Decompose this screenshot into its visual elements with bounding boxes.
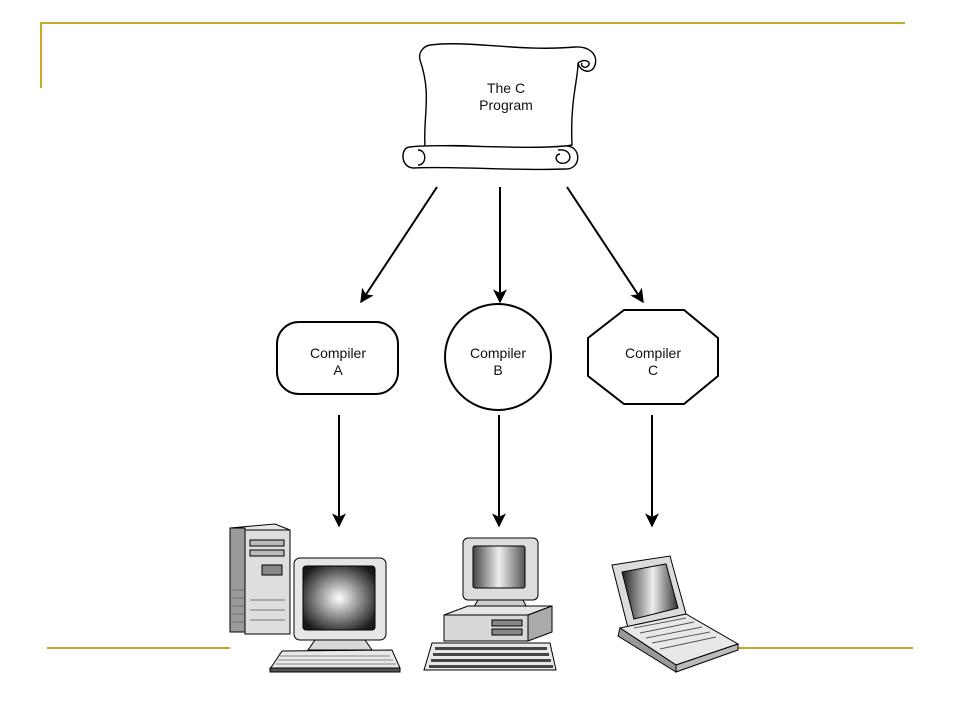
tower-computer-icon <box>229 523 401 673</box>
bottom-left-accent-rule <box>47 647 230 649</box>
compiler-a-shape <box>276 321 399 395</box>
program-scroll-icon <box>402 43 597 171</box>
compiler-a-line-2: A <box>333 362 343 378</box>
laptop-icon <box>611 555 740 673</box>
compiler-b-line-1: Compiler <box>469 345 526 361</box>
compiler-c-line-2: C <box>647 362 659 378</box>
source-line-2: Program <box>479 97 533 113</box>
compiler-c-shape <box>587 309 719 405</box>
compiler-a-line-1: Compiler <box>309 345 366 361</box>
bottom-right-accent-rule <box>725 647 913 649</box>
compiler-b-label: Compiler B <box>448 345 548 379</box>
desktop-computer-icon <box>423 537 557 671</box>
source-line-1: The C <box>486 80 526 96</box>
top-accent-rule <box>40 22 905 24</box>
compiler-c-label: Compiler C <box>603 345 703 379</box>
compiler-c-line-1: Compiler <box>624 345 681 361</box>
arrow-to-compiler-c <box>566 186 644 304</box>
source-program-label: The C Program <box>456 80 556 114</box>
arrow-to-compiler-a <box>360 186 438 304</box>
compiler-b-line-2: B <box>493 362 503 378</box>
left-accent-rule <box>40 22 42 88</box>
compiler-a-label: Compiler A <box>288 345 388 379</box>
compiler-b-shape <box>444 303 552 411</box>
